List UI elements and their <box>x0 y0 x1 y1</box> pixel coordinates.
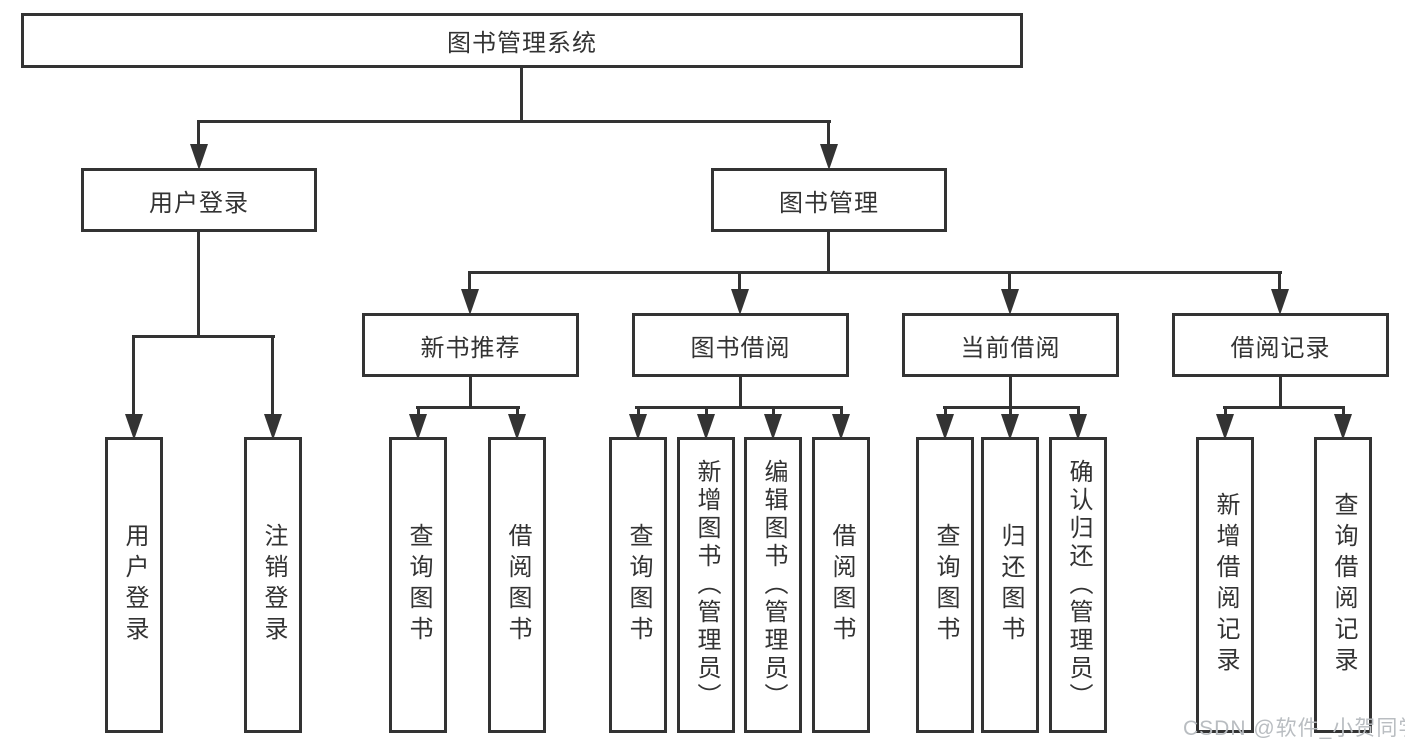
connector-drop-leaf-logout <box>271 337 274 415</box>
leaf-bb-add-books-admin: 新增图书（管理员） <box>677 437 735 733</box>
leaf-cb-return-books-label: 归还图书 <box>997 523 1024 647</box>
connector-cb-down <box>1009 376 1012 408</box>
node-new-book-recommendation-label: 新书推荐 <box>420 334 521 362</box>
arrow-down-icon <box>731 289 749 315</box>
node-book-management: 图书管理 <box>711 168 947 232</box>
leaf-user-login: 用户登录 <box>105 437 163 733</box>
arrow-down-icon <box>1001 414 1019 440</box>
arrow-down-icon <box>697 414 715 440</box>
node-borrowing-records-label: 借阅记录 <box>1230 334 1331 362</box>
leaf-bb-add-books-admin-label: 新增图书（管理员） <box>693 459 720 711</box>
leaf-logout-label: 注销登录 <box>260 523 287 647</box>
leaf-bb-query-books-label: 查询图书 <box>625 523 652 647</box>
arrow-down-icon <box>1334 414 1352 440</box>
arrow-down-icon <box>508 414 526 440</box>
connector-book-mgmt-down <box>827 231 830 273</box>
node-book-management-label: 图书管理 <box>779 189 879 217</box>
connector-stub <box>417 408 420 416</box>
arrow-down-icon <box>1069 414 1087 440</box>
node-current-borrowing: 当前借阅 <box>902 313 1119 377</box>
connector-stub <box>1224 408 1227 416</box>
leaf-cb-query-books: 查询图书 <box>916 437 974 733</box>
connector-stub <box>840 408 843 416</box>
connector-stub <box>516 408 519 416</box>
arrow-down-icon <box>936 414 954 440</box>
node-book-borrowing: 图书借阅 <box>632 313 849 377</box>
leaf-nbr-borrow-books-label: 借阅图书 <box>504 523 531 647</box>
connector-drop-book-mgmt <box>827 122 830 146</box>
node-current-borrowing-label: 当前借阅 <box>960 334 1061 362</box>
connector-level3-bar <box>468 271 1282 274</box>
leaf-cb-query-books-label: 查询图书 <box>932 523 959 647</box>
leaf-bb-edit-books-admin-label: 编辑图书（管理员） <box>760 459 787 711</box>
leaf-cb-return-books: 归还图书 <box>981 437 1039 733</box>
leaf-nbr-query-books: 查询图书 <box>389 437 447 733</box>
leaf-br-add-record: 新增借阅记录 <box>1196 437 1254 733</box>
connector-stub <box>1077 408 1080 416</box>
arrow-down-icon <box>1216 414 1234 440</box>
arrow-down-icon <box>1271 289 1289 315</box>
leaf-nbr-borrow-books: 借阅图书 <box>488 437 546 733</box>
connector-level2-bar <box>197 120 831 123</box>
connector-root-drop <box>520 68 523 122</box>
connector-drop-bb <box>738 273 741 291</box>
connector-user-login-down <box>197 231 200 338</box>
connector-drop-user-login <box>197 122 200 146</box>
leaf-bb-edit-books-admin: 编辑图书（管理员） <box>744 437 802 733</box>
leaf-br-add-record-label: 新增借阅记录 <box>1212 492 1239 678</box>
arrow-down-icon <box>764 414 782 440</box>
connector-drop-br <box>1278 273 1281 291</box>
leaf-br-query-record-label: 查询借阅记录 <box>1330 492 1357 678</box>
arrow-down-icon <box>461 289 479 315</box>
connector-drop-cb <box>1008 273 1011 291</box>
leaf-bb-borrow-books-label: 借阅图书 <box>828 523 855 647</box>
connector-bb-down <box>739 376 742 408</box>
connector-nbr-bar <box>416 406 520 409</box>
node-new-book-recommendation: 新书推荐 <box>362 313 579 377</box>
leaf-nbr-query-books-label: 查询图书 <box>405 523 432 647</box>
connector-cb-bar <box>943 406 1080 409</box>
connector-stub <box>944 408 947 416</box>
arrow-down-icon <box>264 414 282 440</box>
connector-drop-leaf-login <box>132 337 135 415</box>
leaf-bb-borrow-books: 借阅图书 <box>812 437 870 733</box>
connector-drop-nbr <box>468 273 471 291</box>
connector-stub <box>1009 408 1012 416</box>
connector-br-bar <box>1223 406 1345 409</box>
node-borrowing-records: 借阅记录 <box>1172 313 1389 377</box>
connector-stub <box>1342 408 1345 416</box>
leaf-cb-confirm-return-admin-label: 确认归还（管理员） <box>1065 459 1092 711</box>
connector-stub <box>705 408 708 416</box>
watermark: CSDN @软件_小贺同学 <box>1183 717 1405 740</box>
node-user-login-label: 用户登录 <box>149 189 249 217</box>
node-root-label: 图书管理系统 <box>447 30 597 57</box>
connector-stub <box>637 408 640 416</box>
arrow-down-icon <box>409 414 427 440</box>
arrow-down-icon <box>629 414 647 440</box>
connector-stub <box>772 408 775 416</box>
leaf-user-login-label: 用户登录 <box>121 523 148 647</box>
connector-br-down <box>1279 376 1282 408</box>
node-book-borrowing-label: 图书借阅 <box>690 334 791 362</box>
leaf-bb-query-books: 查询图书 <box>609 437 667 733</box>
arrow-down-icon <box>832 414 850 440</box>
connector-user-login-bar <box>132 335 275 338</box>
node-user-login: 用户登录 <box>81 168 317 232</box>
connector-bb-bar <box>635 406 843 409</box>
connector-nbr-down <box>469 376 472 408</box>
arrow-down-icon <box>1001 289 1019 315</box>
leaf-br-query-record: 查询借阅记录 <box>1314 437 1372 733</box>
arrow-down-icon <box>125 414 143 440</box>
arrow-down-icon <box>820 144 838 170</box>
leaf-logout: 注销登录 <box>244 437 302 733</box>
arrow-down-icon <box>190 144 208 170</box>
leaf-cb-confirm-return-admin: 确认归还（管理员） <box>1049 437 1107 733</box>
node-root: 图书管理系统 <box>21 13 1023 68</box>
